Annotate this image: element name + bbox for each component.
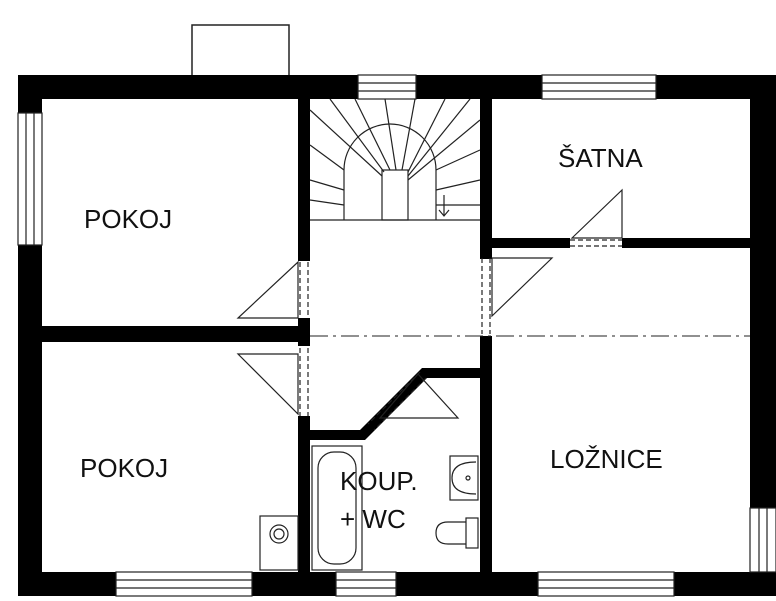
chimney (191, 24, 290, 78)
window-bottom-bath (335, 571, 397, 597)
window-top-stairs (357, 74, 417, 100)
door-pokoj-bottom (236, 353, 299, 416)
room-label-koupelna-line1: KOUP. (340, 466, 418, 496)
door-pokoj-top (236, 260, 299, 319)
window-right-loznice (749, 507, 776, 573)
fixtures (259, 445, 479, 571)
door-satna (570, 188, 623, 239)
washbasin (449, 455, 479, 501)
interior-walls (40, 97, 752, 574)
bathtub (311, 445, 363, 571)
toilet-tank (465, 517, 479, 549)
staircase (309, 98, 481, 221)
room-label-pokoj-bottom: POKOJ (80, 453, 168, 483)
room-label-loznice: LOŽNICE (550, 444, 663, 474)
window-top-satna (541, 74, 657, 100)
window-bottom-pokoj (115, 571, 253, 597)
stove (259, 515, 299, 571)
room-label-satna: ŠATNA (558, 143, 643, 173)
door-loznice (491, 257, 554, 318)
window-bottom-loznice (537, 571, 675, 597)
toilet (435, 521, 466, 545)
room-label-koupelna-line2: + WC (340, 504, 406, 534)
doors (236, 188, 623, 431)
window-left-pokoj (17, 112, 43, 246)
windows (17, 74, 776, 597)
door-bathroom (378, 373, 460, 419)
room-label-pokoj-top: POKOJ (84, 204, 172, 234)
